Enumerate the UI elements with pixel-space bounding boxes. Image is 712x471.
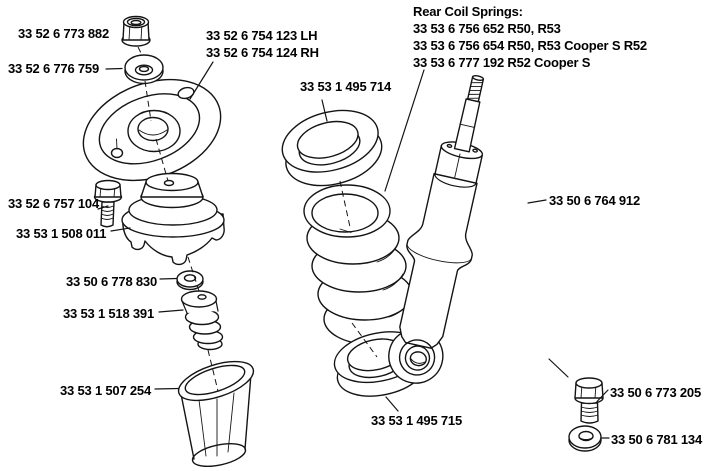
shock-absorber-drawing <box>388 75 485 384</box>
lock-nut-drawing <box>121 15 151 47</box>
lower-bolt-drawing <box>574 377 604 424</box>
bump-stop-drawing <box>180 290 224 351</box>
upper-bolt-drawing <box>93 179 123 228</box>
top-washer-drawing <box>124 54 164 85</box>
mount-plate-drawing <box>82 78 222 182</box>
part-label-lower-bolt: 33 50 6 773 205 <box>610 385 701 400</box>
assembly-axis-lines <box>137 46 378 392</box>
lower-washer-drawing <box>568 425 602 452</box>
part-label-shock-absorber: 33 50 6 764 912 <box>549 193 640 208</box>
part-label-bump-stop: 33 53 1 518 391 <box>63 306 154 321</box>
part-label-lower-washer: 33 50 6 781 134 <box>611 432 702 447</box>
part-label-mount-plate-lh: 33 52 6 754 123 LH <box>206 28 318 43</box>
part-label-lower-spring-pad: 33 53 1 495 715 <box>371 413 462 428</box>
part-label-upper-spring-pad: 33 53 1 495 714 <box>300 79 391 94</box>
part-label-mount-plate-rh: 33 52 6 754 124 RH <box>206 45 319 60</box>
part-label-mount-plate: 33 52 6 754 123 LH 33 52 6 754 124 RH <box>206 27 319 61</box>
dust-boot-drawing <box>177 360 255 467</box>
part-label-small-washer: 33 50 6 778 830 <box>66 274 157 289</box>
small-washer-drawing <box>176 270 204 291</box>
leader-lines <box>97 61 610 439</box>
note-heading: Rear Coil Springs: <box>413 4 523 19</box>
note-line: 33 53 6 777 192 R52 Cooper S <box>413 55 591 70</box>
note-line: 33 53 6 756 652 R50, R53 <box>413 21 561 36</box>
rear-coil-springs-note: Rear Coil Springs: 33 53 6 756 652 R50, … <box>413 3 647 71</box>
part-label-support-bearing: 33 53 1 508 011 <box>16 226 107 241</box>
part-label-upper-bolt: 33 52 6 757 104 <box>8 196 99 211</box>
part-label-top-washer: 33 52 6 776 759 <box>8 61 99 76</box>
part-label-dust-boot: 33 53 1 507 254 <box>60 383 151 398</box>
part-label-lock-nut: 33 52 6 773 882 <box>18 26 109 41</box>
coil-spring-drawing <box>303 184 415 345</box>
upper-spring-pad-drawing <box>281 109 383 187</box>
support-bearing-drawing <box>121 172 225 266</box>
note-line: 33 53 6 756 654 R50, R53 Cooper S R52 <box>413 38 647 53</box>
